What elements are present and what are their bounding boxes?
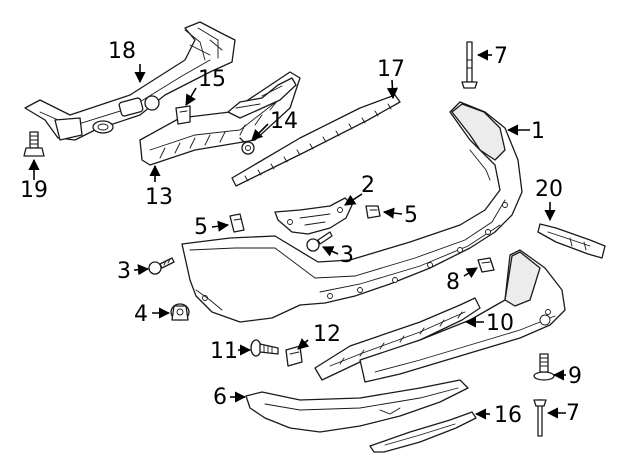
callout-9: 9 — [568, 364, 582, 389]
part-20-reflector — [537, 223, 606, 259]
callout-2: 2 — [361, 173, 375, 198]
part-3-screw-upper — [306, 231, 333, 252]
callout-16: 16 — [494, 403, 522, 428]
callout-17: 17 — [377, 57, 405, 82]
callout-5-left: 5 — [194, 215, 208, 240]
leader-lines — [28, 49, 566, 420]
part-lower-valance — [359, 249, 566, 383]
part-9-bolt — [533, 353, 555, 381]
callout-5-right: 5 — [404, 203, 418, 228]
callout-7-lower: 7 — [566, 401, 580, 426]
part-8-clip — [477, 257, 495, 273]
part-6-lower-fascia — [245, 379, 469, 433]
part-18-tow-hitch — [24, 21, 236, 141]
part-2-bracket — [274, 197, 353, 235]
part-13-reinforcement-bracket — [139, 71, 301, 166]
callout-7-upper: 7 — [494, 44, 508, 69]
callout-3-upper: 3 — [340, 243, 354, 268]
callout-20: 20 — [535, 177, 563, 202]
callout-14: 14 — [270, 109, 298, 134]
part-19-bolt — [23, 131, 45, 157]
callout-4: 4 — [134, 302, 148, 327]
callout-8: 8 — [446, 270, 460, 295]
part-15-clip — [175, 105, 191, 125]
callout-12: 12 — [313, 322, 341, 347]
part-14-nut — [239, 137, 255, 155]
callout-13: 13 — [145, 185, 173, 210]
callout-1: 1 — [531, 119, 545, 144]
part-5-clip-left — [229, 213, 245, 233]
part-16-trim-strip — [369, 411, 477, 453]
callout-19: 19 — [20, 178, 48, 203]
part-17-step-pad — [231, 94, 401, 187]
part-4-retainer — [170, 303, 190, 321]
callout-labels: 1 2 3 3 4 5 5 6 7 7 8 9 10 11 12 13 14 1… — [20, 39, 582, 428]
part-1-bumper-cover — [181, 101, 523, 323]
callout-3-left: 3 — [117, 259, 131, 284]
callout-6: 6 — [213, 385, 227, 410]
callout-15: 15 — [198, 67, 226, 92]
part-10-lower-bracket — [314, 297, 481, 381]
part-12-clip — [285, 345, 303, 367]
callout-11: 11 — [210, 339, 238, 364]
part-7-pin-lower — [533, 399, 547, 437]
part-11-bolt — [250, 339, 279, 357]
part-3-screw-left — [148, 257, 175, 275]
part-7-pin-upper — [461, 41, 478, 89]
callout-10: 10 — [486, 311, 514, 336]
part-5-clip-right — [365, 205, 381, 219]
callout-18: 18 — [108, 39, 136, 64]
